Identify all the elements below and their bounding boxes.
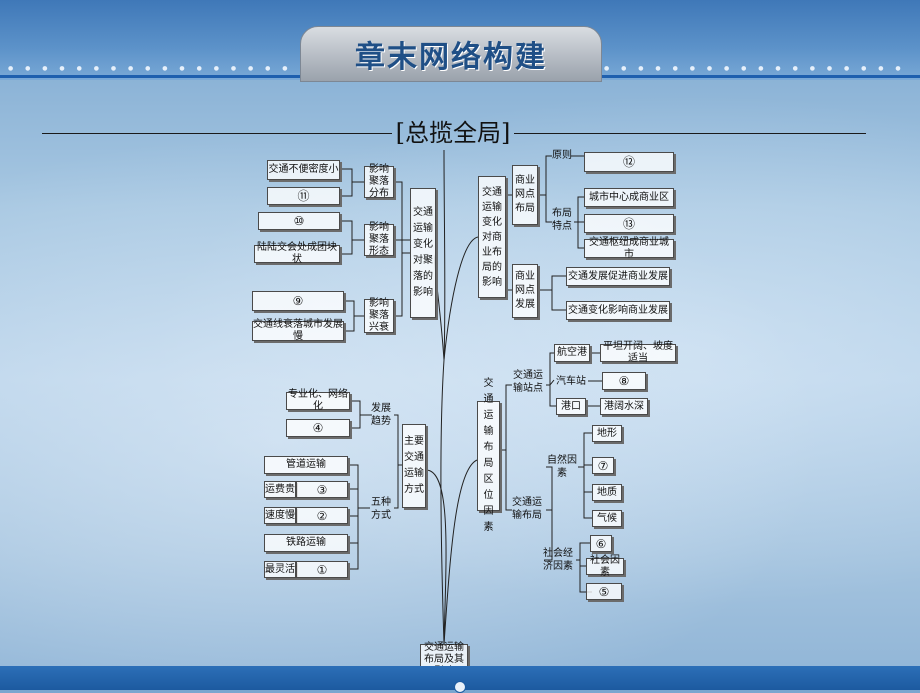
- settlement-form-label: 影响聚落形态: [364, 222, 394, 257]
- commerce-dev-item-1: 交通发展促进商业发展: [566, 267, 670, 286]
- bracket-settlement-main: [394, 181, 410, 317]
- station-2-name: 汽车站: [556, 376, 586, 387]
- trunk-up: [440, 149, 446, 645]
- commerce-layout-label: 商业网点布局: [512, 165, 538, 225]
- branch-settlement: [434, 252, 445, 361]
- bracket-stations: [546, 352, 556, 407]
- commerce-principle-label: 原则: [552, 150, 572, 161]
- commerce-feature-label: 布局特点: [552, 208, 572, 232]
- bracket-rise: [344, 300, 364, 332]
- location-main: 交通运输布局区位因素: [477, 378, 500, 533]
- modes-trend-label: 发展趋势: [371, 403, 391, 427]
- bracket-development: [538, 275, 566, 311]
- branch-location: [443, 459, 478, 645]
- social-item-1: ⑥: [590, 535, 612, 552]
- settlement-form-item-1: ⑩: [258, 212, 340, 230]
- commerce-feature-item-1: 城市中心成商业区: [584, 188, 674, 207]
- settlement-dist-label: 影响聚落分布: [364, 164, 394, 199]
- section-rule-right: [514, 133, 866, 134]
- settlement-rise-item-2: 交通线衰落城市发展慢: [252, 319, 344, 342]
- bracket-modes-main: [394, 414, 402, 509]
- location-stations-label: 交通运输站点: [513, 370, 543, 394]
- modes-five-2-right: ③: [296, 481, 348, 498]
- band-line-left: [0, 75, 300, 78]
- natural-item-1: 地形: [592, 425, 622, 442]
- band-line-right: [600, 75, 920, 78]
- settlement-dist-item-2: ⑪: [267, 187, 340, 205]
- settlement-dist-item-1: 交通不便密度小: [267, 160, 340, 180]
- background-haze: [0, 80, 920, 680]
- commerce-main: 交通运输变化对商业布局的影响: [478, 176, 506, 298]
- modes-trend-item-2: ④: [286, 419, 350, 437]
- bracket-form: [340, 220, 364, 255]
- commerce-principle-item: ⑫: [584, 152, 674, 172]
- station-3-value: 港阔水深: [600, 398, 648, 415]
- natural-item-4: 气候: [592, 510, 622, 527]
- modes-five-3-right: ②: [296, 507, 348, 524]
- commerce-dev-item-2: 交通变化影响商业发展: [566, 301, 670, 320]
- social-item-2: 社会因素: [586, 555, 624, 578]
- modes-five-3-left: 速度慢: [264, 507, 296, 524]
- page-title: 章末网络构建: [355, 40, 547, 75]
- settlement-main: 交通运输变化对聚落的影响: [410, 188, 436, 318]
- modes-five-4-right: 铁路运输: [264, 534, 348, 552]
- settlement-form-item-2: 陆陆交会处成团块状: [254, 242, 340, 265]
- natural-factors-label: 自然因素: [547, 455, 577, 479]
- modes-main: 主要交通运输方式: [402, 424, 426, 508]
- modes-five-2-left: 运费贵: [264, 481, 296, 498]
- bracket-trend: [350, 400, 372, 429]
- modes-five-5-right: ①: [296, 561, 348, 578]
- station-1-value: 平坦开阔、坡度适当: [600, 341, 676, 364]
- bracket-dist: [340, 168, 364, 197]
- commerce-dev-label: 商业网点发展: [512, 264, 538, 318]
- bracket-five: [348, 464, 370, 570]
- branch-commerce: [443, 236, 479, 361]
- section-rule-left: [42, 133, 392, 134]
- location-layout-label: 交通运输布局: [512, 497, 542, 521]
- commerce-feature-item-3: 交通枢纽成商业城市: [584, 237, 674, 260]
- natural-item-3: 地质: [592, 484, 622, 501]
- natural-item-2: ⑦: [592, 457, 614, 474]
- modes-five-label: 五种方式: [371, 497, 391, 521]
- section-title: [总揽全局]: [395, 119, 511, 147]
- bracket-feature: [574, 196, 584, 249]
- title-plate: 章末网络构建: [300, 26, 602, 82]
- station-3-name: 港口: [556, 398, 586, 415]
- social-item-3: ⑤: [586, 583, 622, 600]
- branch-modes: [425, 469, 447, 645]
- bottom-knob: [454, 681, 466, 693]
- modes-five-1-right: 管道运输: [264, 456, 348, 474]
- bracket-layout-factors: [544, 466, 553, 561]
- modes-trend-item-1: 专业化、网络化: [286, 389, 350, 412]
- modes-five-5-left: 最灵活: [264, 561, 296, 578]
- social-factors-label: 社会经济因素: [543, 548, 573, 572]
- settlement-rise-label: 影响聚落兴衰: [364, 298, 394, 333]
- decor-dots-left: ● ● ● ● ● ● ● ● ● ● ● ● ● ● ● ● ● ● ● ● …: [8, 66, 298, 72]
- decor-dots-right: ● ● ● ● ● ● ● ● ● ● ● ● ● ● ● ● ● ● ● ● …: [604, 66, 904, 72]
- bracket-commerce-main: [505, 194, 512, 291]
- bracket-layout: [538, 155, 552, 223]
- commerce-feature-item-2: ⑬: [584, 214, 674, 233]
- station-2-value: ⑧: [602, 372, 646, 390]
- station-1-name: 航空港: [554, 344, 590, 362]
- settlement-rise-item-1: ⑨: [252, 291, 344, 311]
- bracket-location-main: [500, 384, 512, 511]
- bracket-natural: [578, 432, 592, 519]
- station-links: [586, 352, 602, 407]
